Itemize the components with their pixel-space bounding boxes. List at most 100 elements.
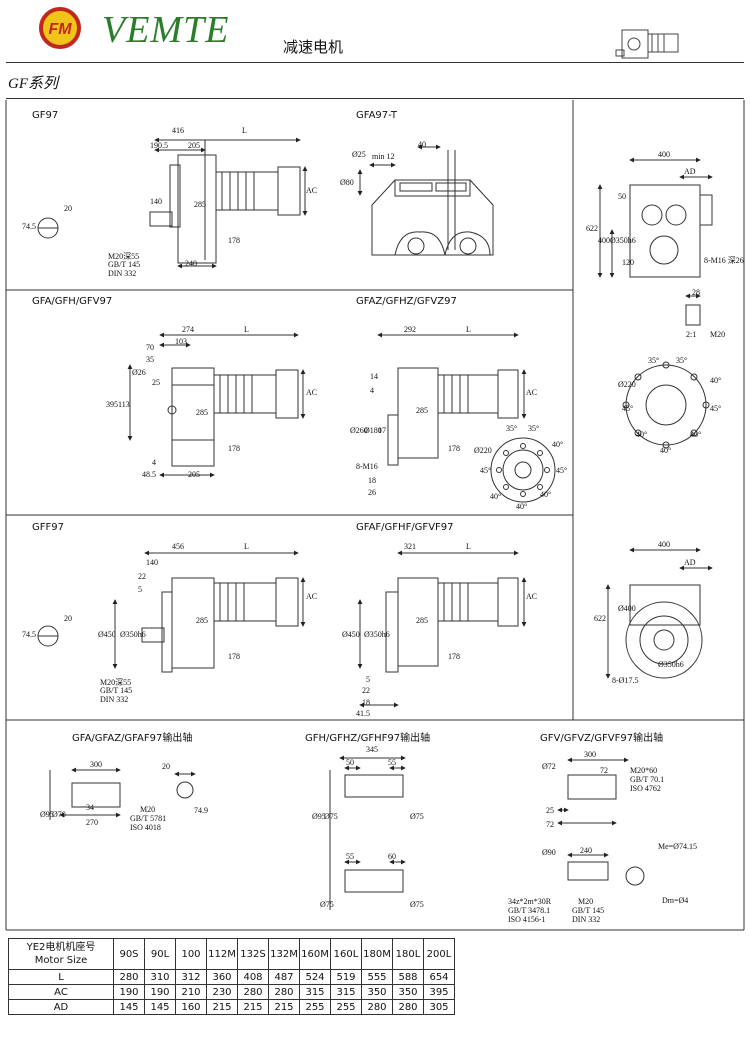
table-cell: 132M — [268, 938, 300, 970]
dim-345: 345 — [366, 745, 378, 754]
dim-20-2: 20 — [64, 614, 72, 623]
dim-5: 5 — [138, 585, 142, 594]
dim-274: 274 — [182, 325, 194, 334]
dim-d75-3: Ø75 — [320, 900, 334, 909]
table-row-label: AD — [8, 999, 114, 1015]
table-cell: 255 — [330, 999, 362, 1015]
dim-74-5-2: 74.5 — [22, 630, 36, 639]
table-cell: 280 — [392, 999, 424, 1015]
table-cell: 145 — [144, 999, 176, 1015]
table-cell: 555 — [361, 969, 393, 985]
dim-m20-4: M20 — [140, 805, 156, 814]
dim-18-2: 18 — [362, 698, 370, 707]
dim-40deg-7: 40° — [690, 430, 702, 439]
dim-321: 321 — [404, 542, 416, 551]
dim-m20-5: M20 — [578, 897, 594, 906]
dim-70: 70 — [146, 343, 154, 352]
dim-55-2: 55 — [346, 852, 354, 861]
dim-395: 395 — [106, 400, 118, 409]
table-cell: 180L — [392, 938, 424, 970]
dim-gbt70: GB/T 70.1 — [630, 775, 665, 784]
dim-35: 35 — [146, 355, 154, 364]
page-subtitle: 减速电机 — [283, 38, 344, 56]
dim-gbt145-2: GB/T 145 — [100, 686, 133, 695]
dim-41-5: 41.5 — [356, 709, 370, 718]
dim-m16-2: 8-M16 深26 — [704, 256, 744, 265]
dim-m20-3: M20 — [710, 330, 726, 339]
dim-d180: Ø180 — [364, 426, 382, 435]
dim-178: 178 — [228, 236, 240, 245]
dim-d450: Ø450 — [98, 630, 116, 639]
dim-17: 17 — [378, 426, 386, 435]
dim-55: 55 — [388, 758, 396, 767]
dim-d450-2: Ø450 — [342, 630, 360, 639]
table-cell: 360 — [206, 969, 238, 985]
label-output-gfv: GFV/GFVZ/GFVF97输出轴 — [540, 733, 664, 744]
dim-ad-2: AD — [684, 558, 696, 567]
table-cell: 160L — [330, 938, 362, 970]
table-cell: 350 — [361, 984, 393, 1000]
dim-d95-2: Ø95 — [312, 812, 326, 821]
table-cell: 160M — [299, 938, 331, 970]
dim-120: 120 — [622, 258, 634, 267]
dim-ac-4: AC — [306, 592, 318, 601]
table-row: AC 190 190 210 230 280 280 315 315 350 3… — [8, 984, 455, 1000]
label-gfaz-gfhz-gfvz97: GFAZ/GFHZ/GFVZ97 — [356, 296, 457, 307]
dim-350: Ø350h6 — [610, 236, 636, 245]
gfh-output-shaft-drawing — [329, 755, 406, 910]
dim-74-9: 74.9 — [194, 806, 208, 815]
table-cell: 519 — [330, 969, 362, 985]
table-row: L 280 310 312 360 408 487 524 519 555 58… — [8, 969, 455, 985]
dim-20-3: 20 — [162, 762, 170, 771]
dim-L-3: L — [466, 325, 471, 334]
table-row-label: AC — [8, 984, 114, 1000]
dim-50: 50 — [618, 192, 626, 201]
table-cell: 180M — [361, 938, 393, 970]
dim-iso4156: ISO 4156-1 — [508, 915, 546, 924]
brand-name: VEMTE — [102, 9, 230, 51]
dim-d220: Ø220 — [474, 446, 492, 455]
dim-d75-4: Ø75 — [410, 900, 424, 909]
dim-103: 103 — [175, 337, 187, 346]
label-gfa-gfh-gfv97: GFA/GFH/GFV97 — [32, 296, 113, 307]
dim-190-5: 190.5 — [150, 141, 168, 150]
table-cell: 190 — [113, 984, 145, 1000]
table-cell: 90S — [113, 938, 145, 970]
dim-40: 40 — [418, 140, 426, 149]
dim-72-2: 72 — [546, 820, 554, 829]
gfaz-gfhz-gfvz97-drawing — [377, 332, 556, 503]
header-rule — [6, 62, 744, 63]
header-label-en: Motor Size — [34, 955, 88, 966]
dim-ac-5: AC — [526, 592, 538, 601]
dim-d350: Ø350h6 — [120, 630, 146, 639]
dim-400-2: 400 — [598, 236, 610, 245]
dim-gbt5781: GB/T 5781 — [130, 814, 167, 823]
table-cell: 315 — [330, 984, 362, 1000]
dim-m16: 8-M16 — [356, 462, 378, 471]
gfaf-gfhf-gfvf97-drawing — [357, 550, 527, 708]
table-cell: 305 — [423, 999, 455, 1015]
dim-25: 25 — [152, 378, 160, 387]
dim-285: 285 — [194, 200, 206, 209]
table-cell: 230 — [206, 984, 238, 1000]
dim-74-5: 74.5 — [22, 222, 36, 231]
dim-spline: 34z*2m*30R — [508, 897, 552, 906]
table-cell: 395 — [423, 984, 455, 1000]
dim-min12: min 12 — [372, 152, 395, 161]
dim-iso4762: ISO 4762 — [630, 784, 661, 793]
dim-d90: Ø90 — [542, 848, 556, 857]
label-gfa97t: GFA97-T — [356, 110, 397, 121]
header-label-cn: YE2电机机座号 — [26, 942, 96, 953]
gfv-output-shaft-drawing — [557, 757, 645, 886]
table-cell: 210 — [175, 984, 207, 1000]
table-row-label: L — [8, 969, 114, 985]
table-cell: 280 — [113, 969, 145, 985]
dim-ac-3: AC — [526, 388, 538, 397]
table-cell: 112M — [206, 938, 238, 970]
dim-285-2: 285 — [196, 408, 208, 417]
dim-140: 140 — [150, 197, 162, 206]
vemte-logo-icon: FM — [39, 7, 81, 49]
table-cell: 280 — [237, 984, 269, 1000]
dim-gbt3478: GB/T 3478.1 — [508, 906, 551, 915]
dim-40deg-6: 40° — [636, 430, 648, 439]
